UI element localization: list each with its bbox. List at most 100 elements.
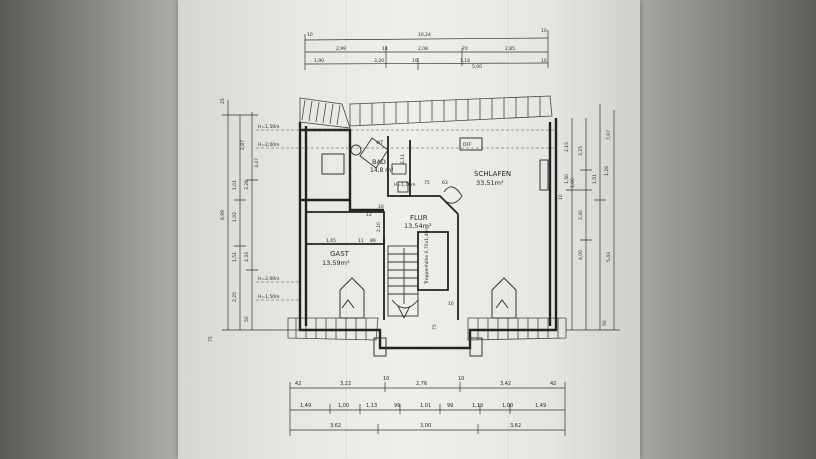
dim-left: 25 — [220, 98, 226, 104]
room-area-schlafen: 33,51m² — [476, 179, 504, 187]
label-h200-top: H=2,00m — [258, 142, 280, 148]
room-area-bad: 14,8 m² — [370, 167, 394, 174]
dim-left: 2,87 — [240, 140, 246, 150]
background-right — [625, 0, 816, 459]
dim-top: 10 — [541, 58, 547, 64]
dim-bottom: 99 — [394, 403, 400, 409]
dim-left: 3,26 — [244, 180, 250, 190]
label-dff: DFF — [463, 142, 472, 148]
dim-top: 1,18 — [460, 58, 470, 64]
dim-right: 2,40 — [578, 210, 584, 220]
dim-right: 1,51 — [592, 174, 598, 184]
floor-plan-paper — [178, 0, 640, 459]
dim-top: 1,90 — [314, 58, 324, 64]
sanitary-fixtures — [350, 137, 463, 204]
background-left — [0, 0, 185, 459]
dim-top: 2,99 — [336, 46, 346, 52]
top-dimensions — [304, 30, 549, 70]
dim-top: 5,00 — [472, 64, 482, 70]
dim-top: 2,85 — [505, 46, 515, 52]
dim-bottom: 3,42 — [500, 381, 511, 387]
interior-walls — [306, 136, 459, 320]
dim-left: 1,92 — [232, 212, 238, 222]
dim-right: 7,07 — [606, 130, 612, 140]
dim-inner: 75 — [424, 180, 430, 186]
room-name-flur: FLUR — [410, 214, 428, 222]
staircase — [387, 245, 419, 319]
dim-inner: 2,11 — [400, 154, 406, 164]
dim-left: 75 — [208, 336, 214, 342]
dim-inner: 11 — [358, 238, 364, 244]
right-dimensions — [566, 104, 620, 331]
dim-left: 8,99 — [220, 210, 226, 220]
dim-inner: 12 — [366, 212, 372, 218]
dim-inner: 1,65 — [326, 238, 336, 244]
dim-bottom: 3,62 — [510, 423, 521, 429]
dim-bottom: 1,01 — [420, 403, 431, 409]
dim-bottom: 3,62 — [330, 423, 341, 429]
dim-top: 10 — [307, 32, 313, 38]
dim-bottom: 1,00 — [338, 403, 349, 409]
dim-top: 18 — [382, 46, 388, 52]
paper-fold — [508, 0, 510, 459]
dim-right: 1,28 — [604, 166, 610, 176]
dim-inner: 10 — [378, 204, 384, 210]
dim-bottom: 42 — [550, 381, 556, 387]
dim-bottom: 2,76 — [416, 381, 427, 387]
dim-inner: 10 — [448, 301, 454, 307]
dim-top: 70 — [462, 46, 468, 52]
room-area-flur: 13,54m² — [404, 222, 432, 230]
dim-inner: 89 — [370, 238, 376, 244]
paper-fold — [346, 0, 348, 459]
dim-bottom: 1,00 — [502, 403, 513, 409]
dim-top: 2,08 — [418, 46, 428, 52]
dim-bottom: 3,00 — [420, 423, 431, 429]
dim-left: 50 — [244, 316, 250, 322]
dim-inner: 2,10 — [376, 222, 382, 232]
label-h100: H=1,00m — [394, 182, 416, 188]
dim-bottom: 99 — [447, 403, 453, 409]
dim-top: 10,24 — [418, 32, 431, 38]
dim-right: 2,15 — [564, 142, 570, 152]
dim-bottom: 1,13 — [366, 403, 377, 409]
dim-bottom: 1,13 — [472, 403, 483, 409]
room-area-gast: 13,59m² — [322, 259, 350, 267]
dim-bottom: 1,49 — [300, 403, 311, 409]
dim-inner: 75 — [432, 324, 438, 330]
label-wt: WT — [376, 140, 383, 146]
dim-bottom: 42 — [295, 381, 301, 387]
dim-top: 10 — [412, 58, 418, 64]
dim-left: 1,01 — [232, 180, 238, 190]
label-stair-note: Treppenhöhe 0,70x1,40m — [424, 226, 430, 285]
dim-left: 4,33 — [244, 252, 250, 262]
dim-right: 4,00 — [578, 250, 584, 260]
dim-bottom: 1,49 — [535, 403, 546, 409]
dim-top: 10 — [541, 28, 547, 34]
dim-top: 3,20 — [374, 58, 384, 64]
dim-right: 3,25 — [578, 146, 584, 156]
bottom-dimensions — [289, 382, 566, 436]
label-h150-bottom: H=1,50m — [258, 294, 280, 300]
dim-right: 10 — [558, 194, 564, 200]
label-h150-top: H=1,50m — [258, 124, 280, 130]
exterior-walls — [298, 118, 558, 350]
dim-bottom: 10 — [383, 376, 389, 382]
dim-left: 3,47 — [254, 158, 260, 168]
height-lines — [256, 129, 556, 301]
left-dimensions — [222, 100, 300, 331]
dormer-windows — [321, 137, 549, 357]
label-h200-bottom: H=2,00m — [258, 276, 280, 282]
room-name-gast: GAST — [330, 250, 350, 258]
dim-inner: 63 — [442, 180, 448, 186]
dim-right: 5,43 — [606, 252, 612, 262]
dim-left: 1,51 — [232, 252, 238, 262]
room-name-bad: BAD — [372, 158, 386, 166]
dim-bottom: 3,22 — [340, 381, 351, 387]
dim-right: 1,00 — [570, 178, 576, 188]
dim-right: 1,50 — [564, 174, 570, 184]
roof-hatch-top — [299, 95, 553, 129]
dim-left: 2,25 — [232, 292, 238, 302]
dim-bottom: 10 — [458, 376, 464, 382]
